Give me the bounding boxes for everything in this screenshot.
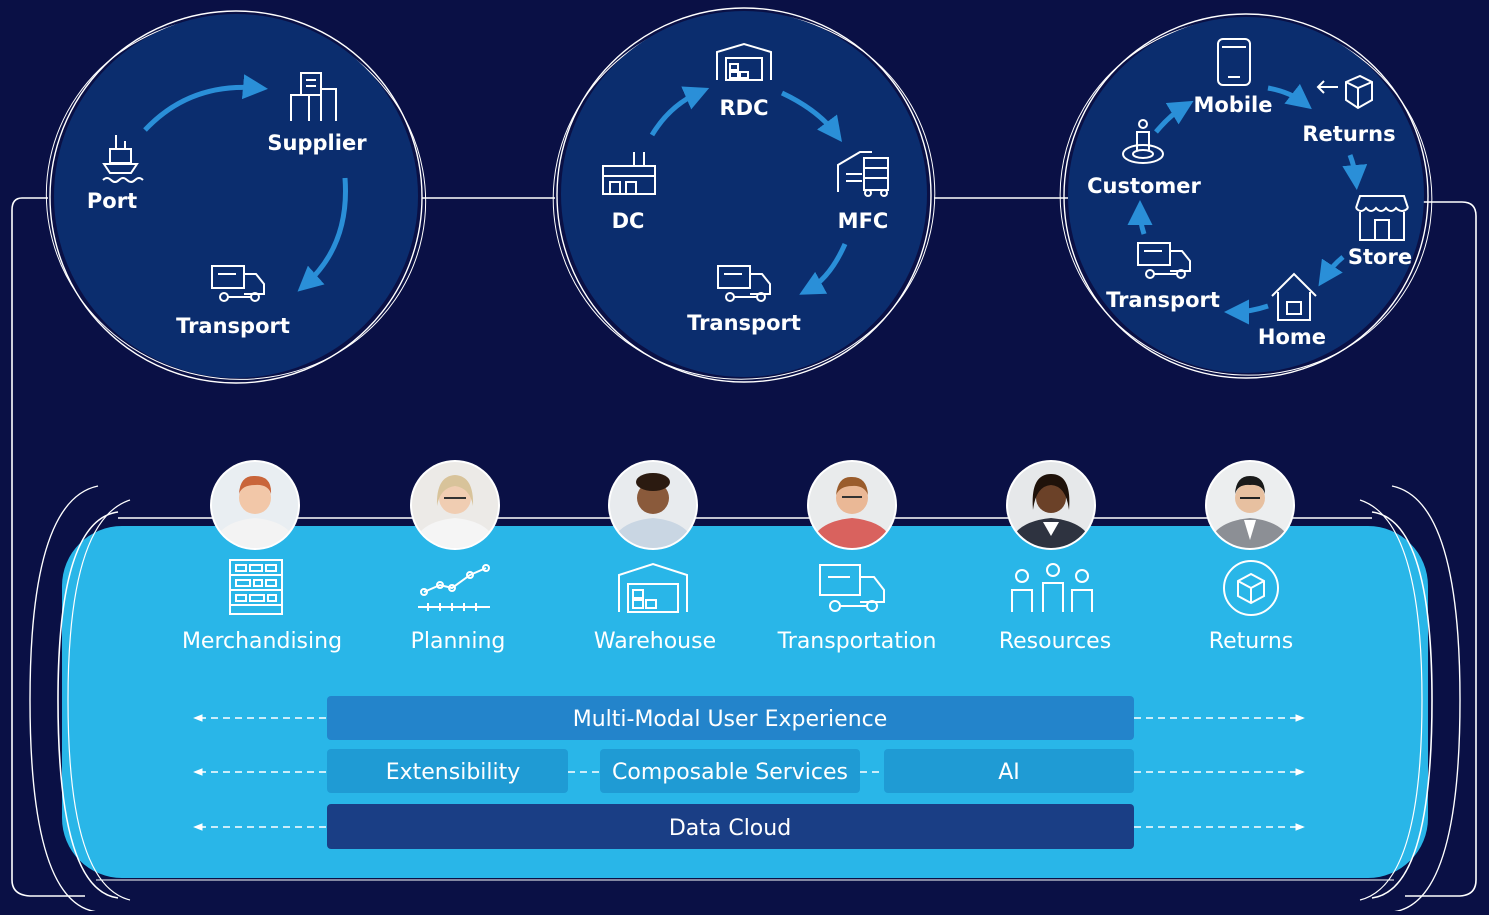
flow-node-label: Port [87,189,137,213]
platform-layer-label: Composable Services [612,760,848,785]
flow-node-label: Transport [176,314,290,338]
avatar-returns [1205,460,1295,550]
platform-layer-data-cloud: Data Cloud [327,804,1134,849]
flow-node-label: DC [612,209,645,233]
inbound-flow-circle: Port Supplier Transport [45,10,427,384]
capability-label: Merchandising [182,629,342,654]
capability-label: Warehouse [594,629,716,654]
flow-node-label: Transport [1106,288,1220,312]
truck-icon [717,265,771,302]
people-icon [1011,563,1093,612]
trend-chart-icon [418,564,490,611]
distribution-flow-circle: RDC DC MFC Transport [552,7,936,383]
truck-icon [1137,242,1191,279]
platform-dashed-arrows [193,714,1305,831]
platform-layer-ux: Multi-Modal User Experience [327,696,1134,740]
ship-icon [102,135,144,183]
warehouse-icon [618,562,688,613]
avatar-transportation [807,460,897,550]
truck-icon [211,265,265,302]
capability-label: Returns [1209,629,1293,654]
home-icon [1271,272,1317,321]
micro-fulfillment-icon [837,151,889,197]
warehouse-icon [716,42,772,81]
factory-icon [290,72,337,121]
capability-label: Planning [411,629,506,654]
avatar-warehouse [608,460,698,550]
mobile-icon [1217,38,1251,86]
flow-node-label: MFC [838,209,889,233]
avatar-merchandising [210,460,300,550]
store-icon [1355,195,1409,241]
factory-icon [602,152,656,195]
platform-layer-label: Multi-Modal User Experience [573,707,888,732]
connector-lines [11,197,1477,897]
flow-node-label: Store [1348,245,1412,269]
customer-flow-circle: Mobile Returns Customer Store [1059,13,1433,379]
flow-node-label: Transport [687,311,801,335]
flow-node-label: Home [1258,325,1326,349]
flow-node-label: Mobile [1194,93,1273,117]
avatar-planning [410,460,500,550]
platform-layer-ai: AI [884,749,1134,793]
platform-layer-extensibility: Extensibility [327,749,568,793]
platform-layer-label: Extensibility [386,760,521,785]
flow-node-label: Supplier [267,131,367,155]
capability-label: Transportation [777,629,937,654]
returns-cycle-icon [1223,560,1279,616]
avatar-resources [1006,460,1096,550]
platform-layer-composable-services: Composable Services [600,749,860,793]
flow-node-label: Customer [1087,174,1201,198]
return-box-icon [1316,74,1373,110]
customer-icon [1122,119,1164,164]
shelves-icon [229,559,283,615]
flow-node-label: Returns [1302,122,1395,146]
platform-layer-label: AI [998,760,1020,785]
capability-label: Resources [999,629,1111,654]
platform-layer-label: Data Cloud [669,816,791,841]
flow-node-label: RDC [719,96,768,120]
truck-icon [819,564,885,612]
